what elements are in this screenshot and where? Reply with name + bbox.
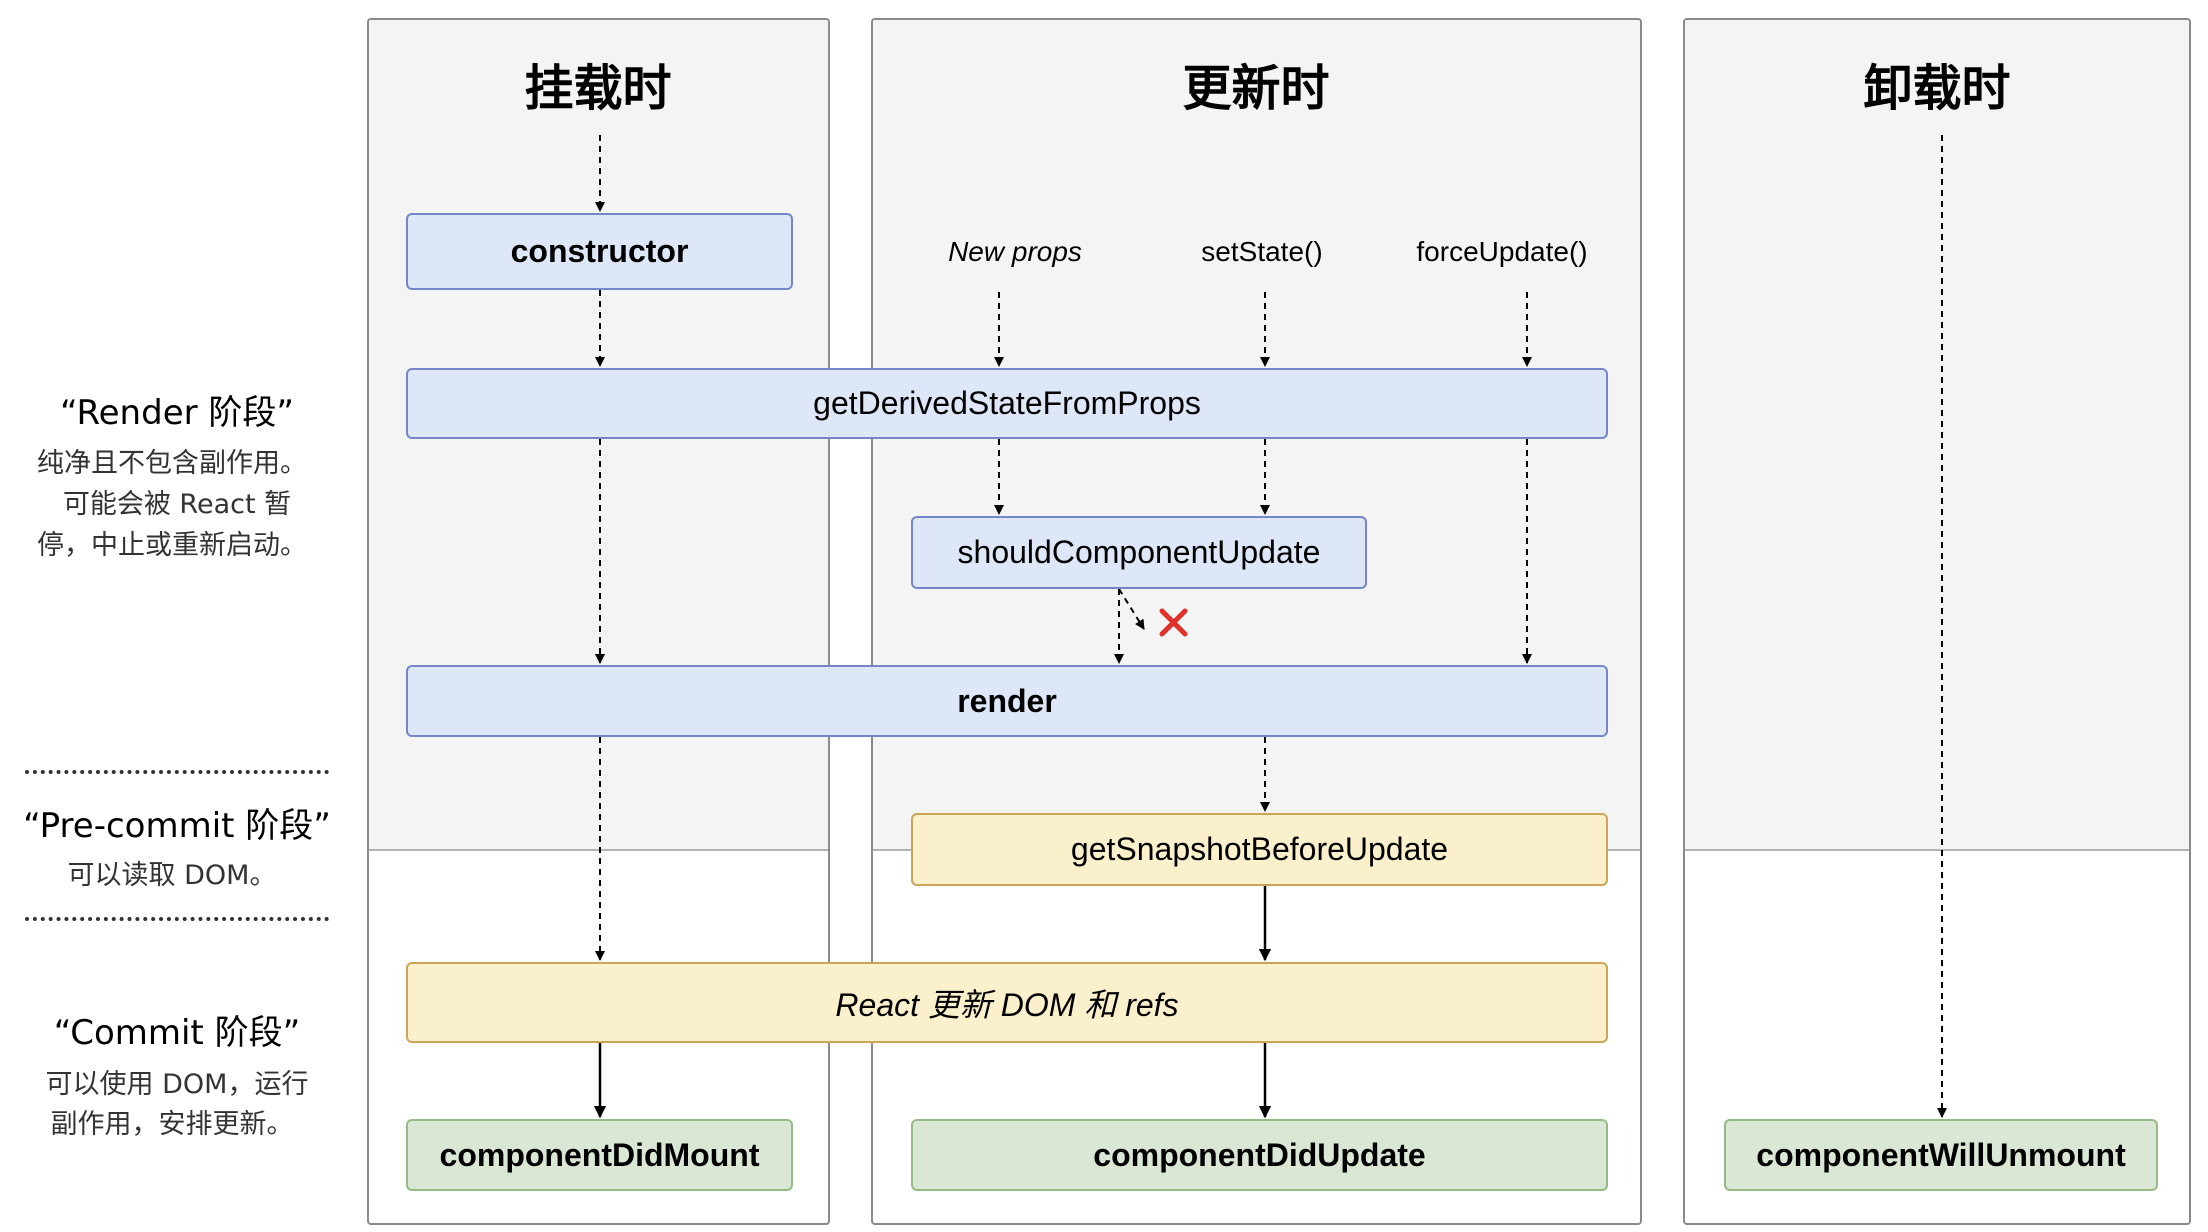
should-component-update-box: shouldComponentUpdate [911,516,1367,589]
render-box: render [406,665,1608,737]
render-phase-desc-2: 可能会被 React 暂 [62,489,292,520]
component-did-update-box: componentDidUpdate [911,1119,1608,1191]
component-will-unmount-box: componentWillUnmount [1724,1119,2158,1191]
mount-column-title: 挂载时 [524,60,672,117]
commit-phase-desc-2: 副作用，安排更新。 [50,1109,294,1140]
unmount-column-title: 卸载时 [1863,60,2011,117]
component-did-mount-box: componentDidMount [406,1119,793,1191]
cross-icon [1159,608,1188,637]
constructor-box: constructor [406,213,793,290]
trigger-set-state: setState() [1201,236,1323,267]
arrow-should-blocked [1118,588,1145,630]
update-column-title: 更新时 [1182,60,1330,117]
trigger-new-props: New props [948,236,1082,267]
unmount-column [1683,18,2191,1225]
phase-separator-2 [25,917,329,921]
get-snapshot-box: getSnapshotBeforeUpdate [911,813,1608,886]
render-phase-desc-1: 纯净且不包含副作用。 [37,448,307,479]
phase-separator-1 [25,770,329,774]
precommit-phase-title: “Pre-commit 阶段” [23,806,331,846]
react-update-dom-box: React 更新 DOM 和 refs [406,962,1608,1043]
get-derived-state-box: getDerivedStateFromProps [406,368,1608,439]
commit-phase-title: “Commit 阶段” [53,1013,301,1053]
precommit-phase-desc: 可以读取 DOM。 [67,860,277,891]
render-phase-title: “Render 阶段” [59,393,295,433]
trigger-force-update: forceUpdate() [1416,236,1588,267]
render-phase-desc-3: 停，中止或重新启动。 [37,530,307,561]
unmount-render-region [1685,20,2189,851]
commit-phase-desc-1: 可以使用 DOM，运行 [45,1069,309,1100]
